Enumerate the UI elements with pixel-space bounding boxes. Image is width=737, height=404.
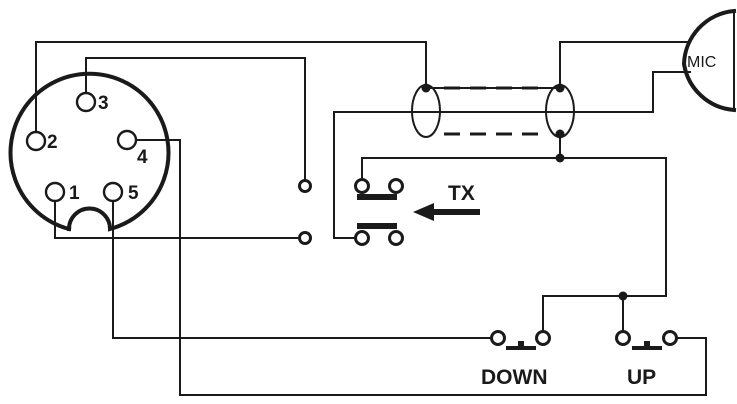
junction-dot <box>421 83 431 93</box>
down-switch <box>490 330 551 350</box>
up-label: UP <box>627 366 656 389</box>
wire-shield-inner <box>333 111 427 239</box>
down-label: DOWN <box>481 366 548 389</box>
wire-common-bus-right <box>542 157 667 335</box>
pin-5-label: 5 <box>128 183 139 204</box>
wire-pin-2 <box>35 41 427 133</box>
wire-mic-lower <box>559 71 691 113</box>
wire-pin-3 <box>85 57 306 181</box>
pin-4-label: 4 <box>137 147 148 168</box>
junction-dot <box>555 83 565 93</box>
connector-outline <box>8 71 171 232</box>
wire-pin-5 <box>112 200 493 339</box>
junction-dot <box>618 291 628 301</box>
microphone-icon <box>681 8 737 113</box>
tx-arrow-icon <box>413 203 480 221</box>
connector-pin-3: 3 <box>75 91 109 114</box>
connector-pin-2: 2 <box>25 130 58 153</box>
wire-pin-1 <box>54 200 298 239</box>
wire-common-bus <box>361 134 561 187</box>
connector-pin-1: 1 <box>44 181 80 204</box>
contact-lower <box>298 231 312 245</box>
junction-dot <box>555 153 565 163</box>
connector-pin-4: 4 <box>116 129 148 168</box>
tx-label: TX <box>448 182 475 205</box>
wire-mic-upper <box>559 41 691 89</box>
wire-pin-4 <box>135 139 707 396</box>
up-switch <box>615 330 678 350</box>
connector-pin-5: 5 <box>102 181 139 204</box>
mic-label: MIC <box>687 54 716 71</box>
pin-2-label: 2 <box>47 132 58 153</box>
pin-3-label: 3 <box>98 93 109 114</box>
junction-dot <box>555 129 565 139</box>
tx-switch <box>354 178 404 246</box>
pin-1-label: 1 <box>69 183 80 204</box>
contact-upper <box>298 179 312 193</box>
